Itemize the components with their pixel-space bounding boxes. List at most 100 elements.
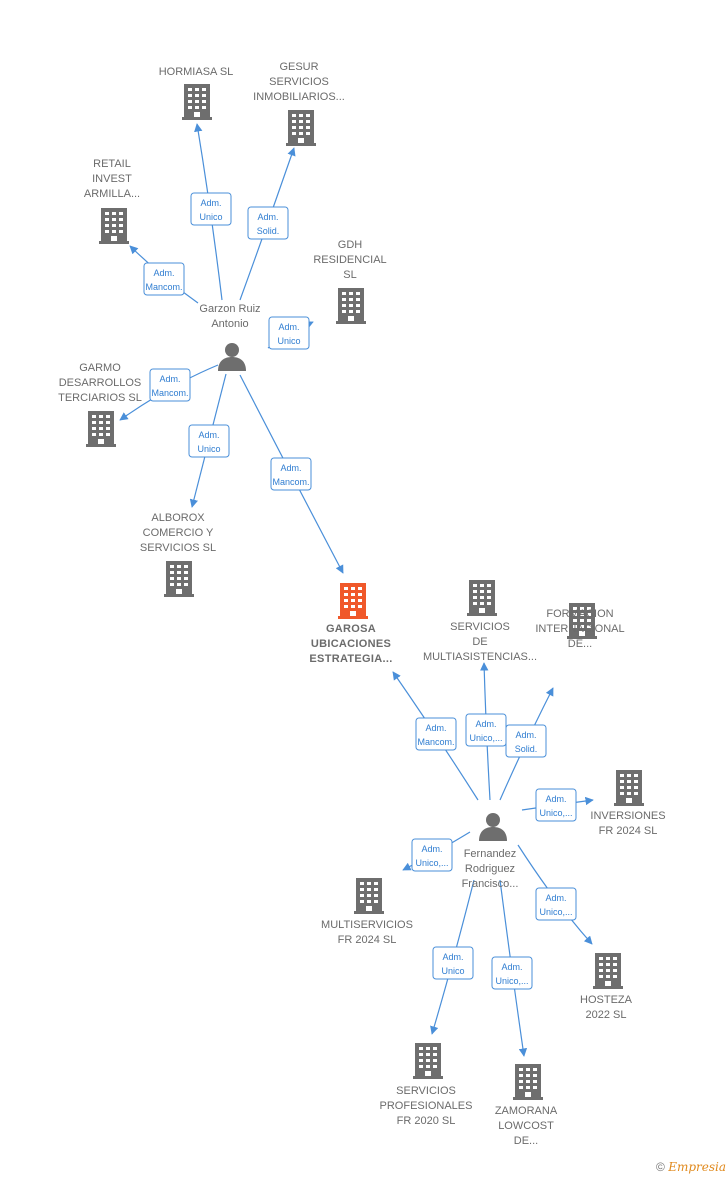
node-label-line: DE... bbox=[568, 638, 592, 650]
company-gesur[interactable]: GESURSERVICIOSINMOBILIARIOS... bbox=[253, 61, 345, 146]
company-hormiasa[interactable]: HORMIASA SL bbox=[159, 66, 234, 120]
node-label-line: TERCIARIOS SL bbox=[58, 392, 142, 404]
building-icon bbox=[338, 583, 368, 619]
edge-label-box bbox=[505, 724, 547, 758]
edge-label-fernandez-to-multiservicios[interactable]: Adm. Unico,... bbox=[411, 838, 453, 872]
edge-label-text: Adm. bbox=[198, 430, 219, 440]
node-label-line: Fernandez bbox=[464, 848, 517, 860]
node-label-line: FR 2020 SL bbox=[397, 1115, 456, 1127]
node-label-line: INTERNACIONAL bbox=[535, 623, 624, 635]
edge-label-text: Adm. bbox=[257, 212, 278, 222]
node-label-line: DE bbox=[472, 636, 487, 648]
node-label-line: SERVICIOS SL bbox=[140, 542, 216, 554]
node-label-line: MULTISERVICIOS bbox=[321, 919, 413, 931]
edge-label-text: Solid. bbox=[257, 226, 280, 236]
edge-label-text: Adm. bbox=[501, 962, 522, 972]
edge-label-box bbox=[432, 946, 474, 980]
edge-label-text: Adm. bbox=[545, 794, 566, 804]
node-label-line: INVEST bbox=[92, 173, 132, 185]
edge-label-fernandez-to-profesionales[interactable]: Adm.Unico bbox=[432, 946, 474, 980]
edge-label-text: Unico bbox=[199, 212, 222, 222]
building-icon bbox=[513, 1064, 543, 1100]
edge-label-text: Unico,... bbox=[495, 976, 528, 986]
edge-label-text: Adm. bbox=[425, 723, 446, 733]
person-icon bbox=[218, 343, 246, 371]
company-formacion[interactable]: FORMACIONINTERNACIONALDE... bbox=[535, 603, 625, 650]
edge-label-text: Adm. bbox=[545, 893, 566, 903]
edge-label-box bbox=[188, 424, 230, 458]
company-retail[interactable]: RETAIL INVEST ARMILLA... bbox=[84, 158, 140, 244]
edge-label-text: Mancom. bbox=[417, 737, 454, 747]
company-garosa[interactable]: GAROSAUBICACIONESESTRATEGIA... bbox=[309, 583, 392, 665]
edge-label-text: Adm. bbox=[200, 198, 221, 208]
edge-label-garzon-to-garosa[interactable]: Adm.Mancom. bbox=[270, 457, 312, 491]
node-label-line: RETAIL bbox=[93, 158, 131, 170]
building-icon bbox=[593, 953, 623, 989]
building-icon bbox=[614, 770, 644, 806]
company-multiservicios[interactable]: MULTISERVICIOS FR 2024 SL bbox=[321, 878, 413, 946]
edge-label-garzon-to-retail[interactable]: Adm. Mancom. bbox=[143, 262, 185, 296]
footer: © Empresia bbox=[656, 1160, 726, 1174]
node-label-line: COMERCIO Y bbox=[143, 527, 214, 539]
node-label-line: Rodriguez bbox=[465, 863, 515, 875]
node-label-line: LOWCOST bbox=[498, 1120, 554, 1132]
node-label-line: GESUR bbox=[279, 61, 318, 73]
edge-label-box bbox=[491, 956, 533, 990]
edge-label-text: Adm. bbox=[153, 268, 174, 278]
edge-label-text: Mancom. bbox=[151, 388, 188, 398]
edge-label-fernandez-to-zamorana[interactable]: Adm. Unico,... bbox=[491, 956, 533, 990]
edge-label-box bbox=[247, 206, 289, 240]
edge-label-fernandez-to-garosa[interactable]: Adm. Mancom. bbox=[415, 717, 457, 751]
edge-label-text: Mancom. bbox=[145, 282, 182, 292]
building-icon bbox=[164, 561, 194, 597]
edge-label-box bbox=[535, 788, 577, 822]
edge-label-garzon-to-alborox[interactable]: Adm. Unico bbox=[188, 424, 230, 458]
edge-label-text: Unico,... bbox=[469, 733, 502, 743]
edge-label-box bbox=[190, 192, 232, 226]
edge-label-box bbox=[411, 838, 453, 872]
company-alborox[interactable]: ALBOROX COMERCIO Y SERVICIOS SL bbox=[140, 512, 216, 597]
node-label-line: MULTIASISTENCIAS... bbox=[423, 651, 537, 663]
node-label-line: Garzon Ruiz bbox=[199, 303, 260, 315]
edge-label-fernandez-to-inversiones[interactable]: Adm.Unico,... bbox=[535, 788, 577, 822]
node-label-line: INVERSIONES bbox=[590, 810, 665, 822]
edge-label-fernandez-to-formacion[interactable]: Adm.Solid. bbox=[505, 724, 547, 758]
edge-label-text: Adm. bbox=[515, 730, 536, 740]
company-multiasistencias[interactable]: SERVICIOSDEMULTIASISTENCIAS... bbox=[423, 580, 537, 663]
edge-label-text: Adm. bbox=[421, 844, 442, 854]
building-icon bbox=[413, 1043, 443, 1079]
company-zamorana[interactable]: ZAMORANALOWCOSTDE... bbox=[495, 1064, 558, 1147]
edge-label-box bbox=[268, 316, 310, 350]
node-label-line: ZAMORANA bbox=[495, 1105, 558, 1117]
node-label-line: ESTRATEGIA... bbox=[309, 653, 392, 665]
node-label-line: Antonio bbox=[211, 318, 248, 330]
node-label-line: SL bbox=[343, 269, 356, 281]
person-fernandez[interactable]: FernandezRodriguezFrancisco... bbox=[462, 813, 519, 890]
edge-label-garzon-to-gdh[interactable]: Adm.Unico bbox=[268, 316, 310, 350]
edge-label-box bbox=[415, 717, 457, 751]
edge-label-garzon-to-hormiasa[interactable]: Adm. Unico bbox=[190, 192, 232, 226]
node-label-line: GARMO bbox=[79, 362, 121, 374]
edge-label-text: Unico bbox=[441, 966, 464, 976]
edge-label-garzon-to-gesur[interactable]: Adm. Solid. bbox=[247, 206, 289, 240]
edge-label-fernandez-to-multiasistencias[interactable]: Adm.Unico,... bbox=[465, 713, 507, 747]
building-icon bbox=[182, 84, 212, 120]
brand-logo[interactable]: Empresia bbox=[668, 1160, 726, 1174]
edge-label-garzon-to-garmo[interactable]: Adm.Mancom. bbox=[149, 368, 191, 402]
node-label-line: FR 2024 SL bbox=[338, 934, 397, 946]
node-label-line: SERVICIOS bbox=[269, 76, 329, 88]
building-icon bbox=[467, 580, 497, 616]
node-label-line: ALBOROX bbox=[151, 512, 205, 524]
edge-label-text: Unico bbox=[197, 444, 220, 454]
node-label-line: ARMILLA... bbox=[84, 188, 140, 200]
edge-label-text: Unico,... bbox=[415, 858, 448, 868]
edge-label-fernandez-to-hosteza[interactable]: Adm.Unico,... bbox=[535, 887, 577, 921]
